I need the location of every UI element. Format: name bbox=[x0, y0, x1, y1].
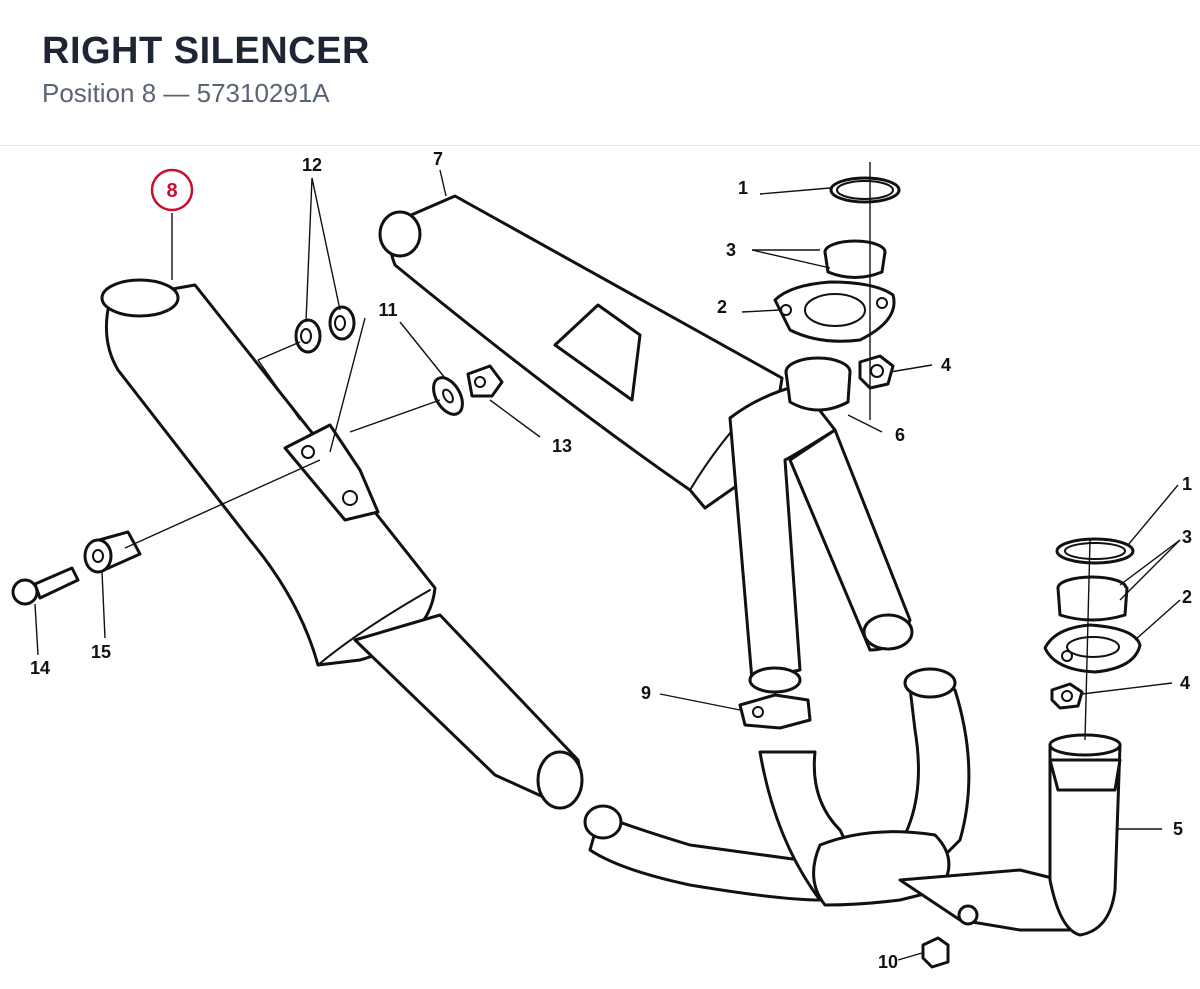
callout-3-lower[interactable]: 3 bbox=[1182, 527, 1192, 547]
nut-4-upper[interactable] bbox=[858, 354, 895, 390]
callout-10[interactable]: 10 bbox=[878, 952, 898, 972]
callout-11[interactable]: 11 bbox=[378, 300, 397, 320]
callout-2-lower[interactable]: 2 bbox=[1182, 587, 1192, 607]
exhaust-header-part[interactable] bbox=[583, 667, 1122, 937]
washer-11[interactable] bbox=[428, 373, 469, 420]
assembly-lines bbox=[124, 162, 1091, 741]
callout-1-lower[interactable]: 1 bbox=[1182, 474, 1192, 494]
ring-3-upper[interactable] bbox=[823, 239, 887, 279]
collar-6[interactable] bbox=[784, 356, 852, 412]
header: RIGHT SILENCER Position 8 — 57310291A bbox=[0, 0, 1200, 146]
callout-5[interactable]: 5 bbox=[1173, 819, 1183, 839]
right-silencer-part[interactable] bbox=[100, 278, 584, 810]
flange-2-lower[interactable] bbox=[1043, 623, 1142, 674]
callout-3-upper[interactable]: 3 bbox=[726, 240, 736, 260]
exploded-parts-diagram: 8 12 7 11 13 1 3 2 4 6 1 3 2 4 5 9 10 14… bbox=[11, 149, 1192, 972]
part-callouts: 8 12 7 11 13 1 3 2 4 6 1 3 2 4 5 9 10 14… bbox=[30, 149, 1192, 972]
callout-9[interactable]: 9 bbox=[641, 683, 651, 703]
clamp-9[interactable] bbox=[738, 693, 812, 730]
callout-13[interactable]: 13 bbox=[552, 436, 572, 456]
callout-4-upper[interactable]: 4 bbox=[941, 355, 951, 375]
ring-3-lower[interactable] bbox=[1056, 575, 1129, 622]
page-subtitle: Position 8 — 57310291A bbox=[42, 78, 330, 108]
nut-13[interactable] bbox=[466, 364, 504, 398]
callout-15[interactable]: 15 bbox=[91, 642, 111, 662]
callout-8[interactable]: 8 bbox=[166, 180, 177, 202]
nut-4-lower[interactable] bbox=[1050, 682, 1084, 710]
callout-2-upper[interactable]: 2 bbox=[717, 297, 727, 317]
callout-14[interactable]: 14 bbox=[30, 658, 50, 678]
highlight-circle bbox=[150, 168, 194, 212]
screw-14[interactable] bbox=[11, 566, 80, 606]
gasket-1-upper[interactable] bbox=[829, 176, 901, 204]
spacer-15[interactable] bbox=[83, 530, 142, 574]
page-title: RIGHT SILENCER bbox=[42, 30, 370, 72]
plug-10[interactable] bbox=[921, 904, 979, 969]
callout-1-upper[interactable]: 1 bbox=[738, 178, 748, 198]
callout-7[interactable]: 7 bbox=[433, 149, 443, 169]
callout-4-lower[interactable]: 4 bbox=[1180, 673, 1190, 693]
flange-2-upper[interactable] bbox=[773, 280, 896, 343]
gasket-1-lower[interactable] bbox=[1055, 537, 1135, 565]
left-silencer-part[interactable] bbox=[378, 194, 914, 694]
leader-lines bbox=[34, 169, 1181, 961]
rubber-mount-12[interactable] bbox=[294, 305, 356, 354]
callout-6[interactable]: 6 bbox=[895, 425, 905, 445]
callout-12[interactable]: 12 bbox=[302, 155, 322, 175]
